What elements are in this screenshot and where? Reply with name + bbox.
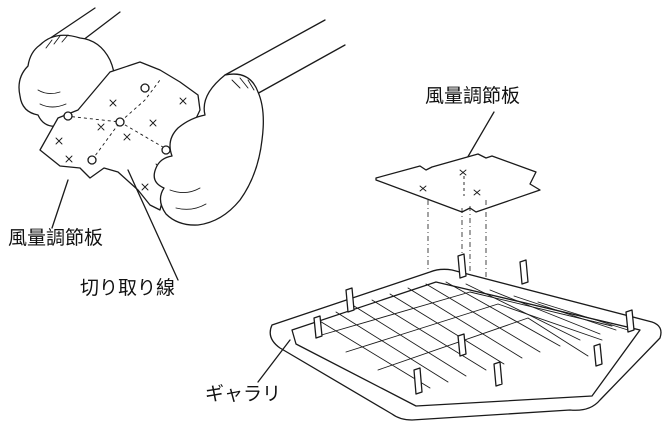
label-air-volume-plate-right: 風量調節板 bbox=[425, 85, 521, 107]
right-arm-line bbox=[254, 44, 346, 96]
label-air-volume-plate-left: 風量調節板 bbox=[8, 227, 104, 249]
leader-plate-right bbox=[465, 111, 495, 161]
right-arm-line bbox=[224, 19, 326, 76]
plate-hole bbox=[87, 155, 97, 165]
label-cut-line: 切り取り線 bbox=[80, 277, 176, 299]
leader-cut-line bbox=[127, 169, 179, 281]
grille-slats bbox=[317, 281, 629, 389]
label-grille: ギャラリ bbox=[205, 383, 282, 405]
plate-hole bbox=[140, 83, 150, 93]
hands-illustration bbox=[18, 7, 346, 281]
plate-hole bbox=[161, 145, 171, 155]
plate-hole bbox=[63, 111, 73, 121]
right-glove-fingers bbox=[169, 187, 207, 210]
plate-and-grille-illustration bbox=[257, 111, 662, 421]
floating-plate-cross-marks bbox=[419, 169, 481, 196]
grille-inner-rim bbox=[291, 281, 641, 407]
leader-grille bbox=[257, 339, 291, 383]
left-glove-cuff-ribs bbox=[45, 34, 69, 49]
plate-hole bbox=[115, 117, 125, 127]
leader-plate-left bbox=[51, 179, 69, 229]
grille-tabs bbox=[313, 253, 635, 395]
floating-plate bbox=[375, 153, 541, 213]
right-glove bbox=[153, 73, 264, 226]
right-glove-cuff-ribs bbox=[231, 77, 255, 91]
left-glove-fingers bbox=[37, 89, 67, 108]
